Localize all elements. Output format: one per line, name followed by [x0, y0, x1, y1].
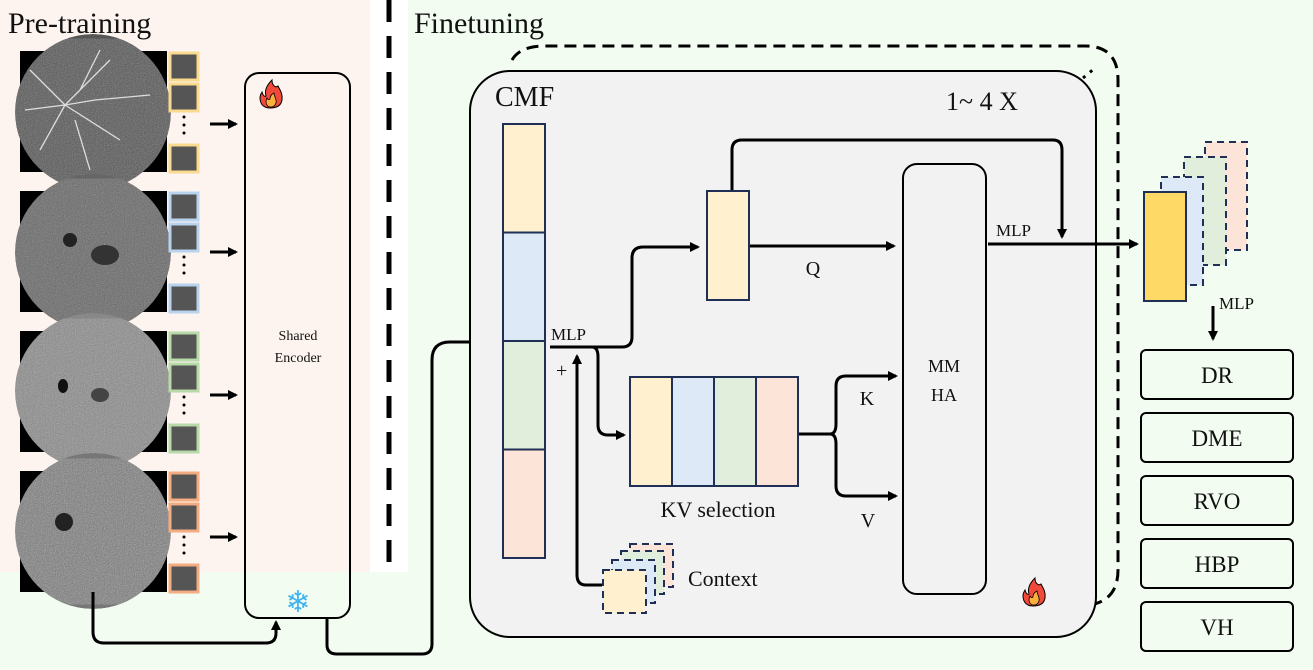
ellipsis-dot: [182, 403, 186, 407]
ellipsis-dot: [182, 535, 186, 539]
patch: [168, 143, 200, 174]
modality-token-1: [502, 123, 546, 234]
context-stack: [602, 543, 674, 614]
fundus-image-2: [15, 174, 171, 330]
modality-token-3: [502, 340, 546, 451]
token-stack: [502, 123, 546, 559]
output-mlp-label: MLP: [1219, 294, 1254, 313]
task-box: [1140, 475, 1294, 526]
ellipsis-dot: [182, 543, 186, 547]
patch: [168, 423, 200, 454]
arrow-context-add: [572, 354, 602, 587]
out-mlp-label: MLP: [996, 221, 1031, 240]
fundus-image-1: [15, 34, 171, 190]
ellipsis-dot: [182, 123, 186, 127]
ellipsis-dot: [182, 131, 186, 135]
task-label: DME: [1191, 426, 1242, 451]
encoder-label-line1: Shared: [279, 329, 318, 344]
arrow-encoder-to-cmf: [325, 337, 496, 656]
q-label: Q: [806, 258, 821, 280]
active-output-token: [1143, 191, 1187, 302]
pretraining-title: Pre-training: [8, 7, 151, 40]
task-dr: DR: [1140, 349, 1294, 400]
task-box: [1140, 412, 1294, 463]
kv-selection-label: KV selection: [660, 497, 775, 522]
repeat-dashed-box: [510, 44, 1120, 607]
task-label: VH: [1200, 615, 1233, 640]
k-label: K: [860, 388, 875, 410]
task-box: [1140, 349, 1294, 400]
ellipsis-dot: [182, 271, 186, 275]
task-box: [1140, 538, 1294, 589]
arrow-image-to-encoder: [91, 592, 281, 645]
cmf-block: [469, 70, 1097, 638]
plus-label: +: [556, 360, 567, 382]
patch: [168, 362, 200, 393]
task-label: RVO: [1194, 489, 1241, 514]
kv-token-3: [713, 376, 757, 487]
kv-token-1: [629, 376, 673, 487]
kv-token-4: [755, 376, 799, 487]
mlp-label: MLP: [551, 325, 586, 344]
fundus-image-4: [15, 453, 171, 609]
context-label: Context: [688, 566, 758, 591]
patch-stack-2: [168, 191, 200, 314]
task-label: DR: [1201, 363, 1234, 388]
ellipsis-dot: [182, 551, 186, 555]
repeat-count: 1~ 4 X: [946, 87, 1018, 116]
patch: [168, 563, 200, 594]
patch: [168, 471, 200, 502]
mmha-label-line2: HA: [931, 385, 957, 405]
cmf-title: CMF: [495, 82, 554, 113]
query-token: [706, 190, 750, 301]
task-box: [1140, 601, 1294, 652]
modality-token-2: [502, 231, 546, 342]
residual-arrow: [730, 138, 1067, 239]
patch: [168, 283, 200, 314]
kv-token-2: [671, 376, 715, 487]
mmha-block: [902, 163, 987, 595]
ellipsis-dot: [182, 115, 186, 119]
patch: [168, 331, 200, 362]
patch-stacks: [168, 51, 200, 594]
task-dme: DME: [1140, 412, 1294, 463]
ellipsis-dot: [182, 263, 186, 267]
patch-stack-4: [168, 471, 200, 594]
shared-encoder: [244, 72, 351, 619]
ellipsis-dot: [182, 411, 186, 415]
patch-stack-3: [168, 331, 200, 454]
ellipsis-dot: [182, 255, 186, 259]
stack-dots: [1082, 66, 1096, 80]
finetuning-title: Finetuning: [414, 7, 544, 40]
patch: [168, 222, 200, 253]
arrow-to-kv: [591, 345, 626, 440]
ellipsis-dot: [182, 395, 186, 399]
fire-icon: [259, 78, 283, 109]
arrow-to-query: [550, 242, 700, 349]
patch: [168, 502, 200, 533]
arrow-v: [829, 432, 898, 501]
output-token-stack: [1143, 141, 1248, 302]
patch: [168, 51, 200, 82]
patch: [168, 191, 200, 222]
task-hbp: HBP: [1140, 538, 1294, 589]
task-label: HBP: [1195, 552, 1240, 577]
patch: [168, 82, 200, 113]
context-token-4: [602, 569, 647, 614]
kv-selection-tokens: [629, 376, 799, 487]
modality-token-4: [502, 448, 546, 559]
task-rvo: RVO: [1140, 475, 1294, 526]
v-label: V: [861, 510, 876, 532]
patch-stack-1: [168, 51, 200, 174]
task-heads: DR DME RVO HBP VH: [1140, 349, 1294, 652]
snowflake-icon: ❄: [285, 586, 310, 619]
fundus-image-3: [15, 313, 171, 469]
encoder-label-line2: Encoder: [275, 351, 322, 366]
fire-icon: [1022, 576, 1046, 607]
task-vh: VH: [1140, 601, 1294, 652]
mmha-label-line1: MM: [928, 356, 960, 376]
